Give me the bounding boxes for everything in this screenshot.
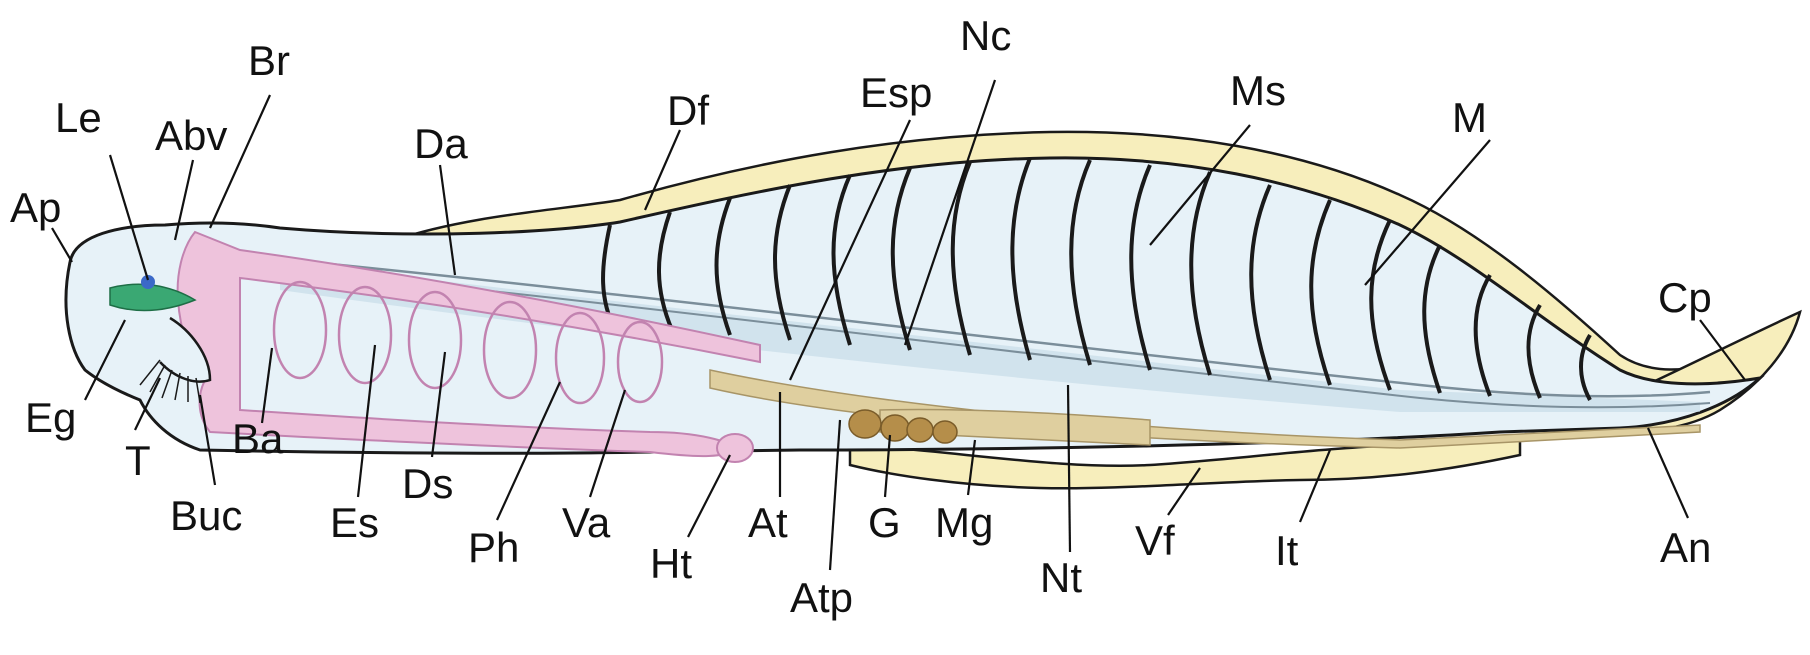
label-Nt: Nt	[1040, 554, 1082, 601]
label-Mg: Mg	[935, 499, 993, 546]
label-Da: Da	[414, 120, 468, 167]
label-Ap: Ap	[10, 184, 61, 231]
leader-Ht	[688, 455, 730, 537]
label-Ba: Ba	[232, 415, 284, 462]
label-Abv: Abv	[155, 112, 227, 159]
label-Br: Br	[248, 37, 290, 84]
label-Ds: Ds	[402, 460, 453, 507]
gonad-4	[933, 421, 957, 443]
label-Ht: Ht	[650, 540, 692, 587]
label-Va: Va	[562, 499, 611, 546]
leader-An	[1648, 428, 1688, 518]
label-Le: Le	[55, 94, 102, 141]
label-Cp: Cp	[1658, 274, 1712, 321]
label-It: It	[1275, 527, 1299, 574]
label-Nc: Nc	[960, 12, 1011, 59]
gonad-2	[881, 415, 909, 441]
heart-bulb	[717, 434, 753, 462]
label-G: G	[868, 499, 901, 546]
label-Df: Df	[667, 87, 709, 134]
label-Atp: Atp	[790, 574, 853, 621]
label-T: T	[125, 437, 151, 484]
label-Ms: Ms	[1230, 67, 1286, 114]
label-Ph: Ph	[468, 524, 519, 571]
gonad-3	[907, 418, 933, 442]
label-Buc: Buc	[170, 492, 242, 539]
label-An: An	[1660, 524, 1711, 571]
label-Eg: Eg	[25, 394, 76, 441]
label-Esp: Esp	[860, 69, 932, 116]
label-At: At	[748, 499, 788, 546]
leader-Ap	[52, 228, 72, 262]
gonad-1	[849, 410, 881, 438]
label-Es: Es	[330, 499, 379, 546]
label-M: M	[1452, 94, 1487, 141]
label-Vf: Vf	[1135, 517, 1175, 564]
